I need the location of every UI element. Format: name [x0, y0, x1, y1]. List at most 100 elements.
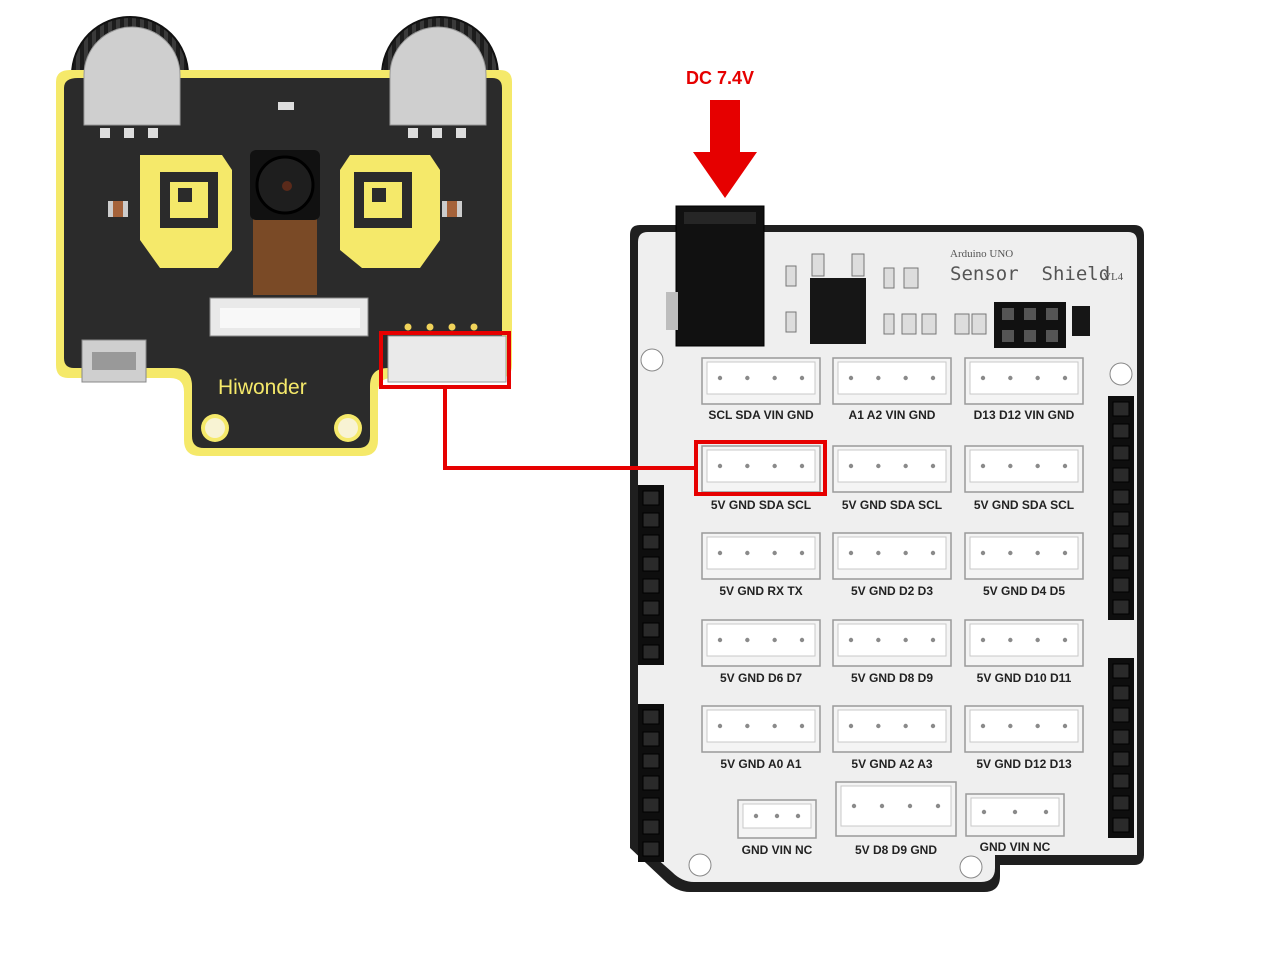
- header-body: [638, 485, 664, 665]
- connector-pin: [1043, 809, 1049, 815]
- sensor-port-r1c1[interactable]: [832, 445, 952, 493]
- connector-slot: [837, 536, 947, 570]
- connector-pin: [1062, 637, 1068, 643]
- connector-slot: [837, 361, 947, 395]
- connector-pin: [1008, 375, 1013, 381]
- connector-slot: [706, 623, 816, 657]
- sensor-port-b1[interactable]: [835, 781, 957, 837]
- connector-slot: [706, 709, 816, 743]
- port-label: 5V GND SDA SCL: [711, 498, 811, 512]
- header-pin: [642, 600, 660, 616]
- connector-pin: [1008, 637, 1013, 643]
- connector-pin: [930, 550, 936, 556]
- connector-pin: [935, 803, 941, 809]
- sensor-port-r2c2[interactable]: [964, 532, 1084, 580]
- power-label: DC 7.4V: [686, 68, 754, 88]
- sensor-port-r2c0[interactable]: [701, 532, 821, 580]
- connector-pin: [799, 463, 805, 469]
- header-pin: [1112, 751, 1130, 767]
- sensor-port-r4c1[interactable]: [832, 705, 952, 753]
- sensor-port-b0[interactable]: [737, 799, 817, 839]
- mounting-hole: [688, 853, 712, 877]
- connector-pin: [1035, 550, 1040, 556]
- smd-component: [1072, 306, 1090, 336]
- pin-pad: [456, 128, 466, 138]
- mounting-hole: [205, 418, 225, 438]
- connector-pin: [980, 550, 986, 556]
- header-pin: [642, 622, 660, 638]
- camera-i2c-port[interactable]: [387, 335, 507, 383]
- sensor-port-b2[interactable]: [965, 793, 1065, 837]
- camera-ribbon: [253, 210, 317, 295]
- header-pin: [1112, 423, 1130, 439]
- connector-slot: [969, 536, 1079, 570]
- connector-pin: [717, 723, 723, 729]
- port-label: 5V GND A2 A3: [851, 757, 932, 771]
- port-label: GND VIN NC: [980, 840, 1051, 854]
- sensor-port-r4c0[interactable]: [701, 705, 821, 753]
- sensor-port-r0c2[interactable]: [964, 357, 1084, 405]
- sensor-port-r3c1[interactable]: [832, 619, 952, 667]
- port-label: D13 D12 VIN GND: [974, 408, 1075, 422]
- header-pin: [642, 644, 660, 660]
- connector-pin: [1062, 723, 1068, 729]
- header-pin: [642, 512, 660, 528]
- header-pin: [1112, 467, 1130, 483]
- sensor-port-r0c0[interactable]: [701, 357, 821, 405]
- connector-pin: [903, 463, 908, 469]
- sensor-shield: Arduino UNO Sensor Shield VL4 SCL SDA VI…: [630, 205, 1144, 892]
- connector-slot: [706, 449, 816, 483]
- connector-slot: [837, 449, 947, 483]
- connector-pin: [1035, 723, 1040, 729]
- smd-component: [447, 201, 457, 217]
- pin-pad: [124, 128, 134, 138]
- sensor-port-r3c2[interactable]: [964, 619, 1084, 667]
- connector-pin: [981, 809, 987, 815]
- connector-slot: [837, 623, 947, 657]
- connector-pin: [930, 637, 936, 643]
- sensor-port-r1c2[interactable]: [964, 445, 1084, 493]
- smd-component: [901, 313, 917, 335]
- header-pin: [642, 578, 660, 594]
- port-label: 5V GND RX TX: [719, 584, 802, 598]
- connector-slot: [840, 785, 952, 827]
- connector-pin: [1035, 375, 1040, 381]
- header-pin: [1112, 707, 1130, 723]
- wire-connection: [379, 331, 827, 496]
- down-arrow-icon: [693, 100, 757, 198]
- smd-component: [954, 313, 970, 335]
- sensor-port-r4c2[interactable]: [964, 705, 1084, 753]
- left-pin-header: [638, 485, 664, 862]
- connector-pin: [1035, 637, 1040, 643]
- port-label: 5V GND SDA SCL: [842, 498, 942, 512]
- connector-pin: [848, 463, 854, 469]
- shield-title: Sensor Shield: [950, 263, 1110, 285]
- header-pin: [642, 556, 660, 572]
- connector-pin: [851, 803, 857, 809]
- header-pin: [1112, 729, 1130, 745]
- connector-pin: [772, 550, 777, 556]
- right-pin-header: [1108, 396, 1134, 838]
- smd-component: [883, 267, 895, 289]
- sensor-port-r0c1[interactable]: [832, 357, 952, 405]
- header-pin: [1112, 511, 1130, 527]
- connector-pin: [848, 550, 854, 556]
- header-pin: [642, 490, 660, 506]
- header-pin: [642, 731, 660, 747]
- sensor-port-r3c0[interactable]: [701, 619, 821, 667]
- header-pin: [642, 797, 660, 813]
- port-label: 5V D8 D9 GND: [855, 843, 937, 857]
- port-label: SCL SDA VIN GND: [708, 408, 814, 422]
- connector-slot: [837, 709, 947, 743]
- connector-pin: [1008, 723, 1013, 729]
- port-label: 5V GND A0 A1: [720, 757, 801, 771]
- sensor-port-r2c1[interactable]: [832, 532, 952, 580]
- connector-pin: [848, 637, 854, 643]
- port-label: 5V GND SDA SCL: [974, 498, 1074, 512]
- header-pin: [1112, 555, 1130, 571]
- right-eye-icon: [340, 155, 440, 268]
- sensor-port-r1c0[interactable]: [701, 445, 821, 493]
- header-pin: [1112, 773, 1130, 789]
- connector-pin: [876, 637, 881, 643]
